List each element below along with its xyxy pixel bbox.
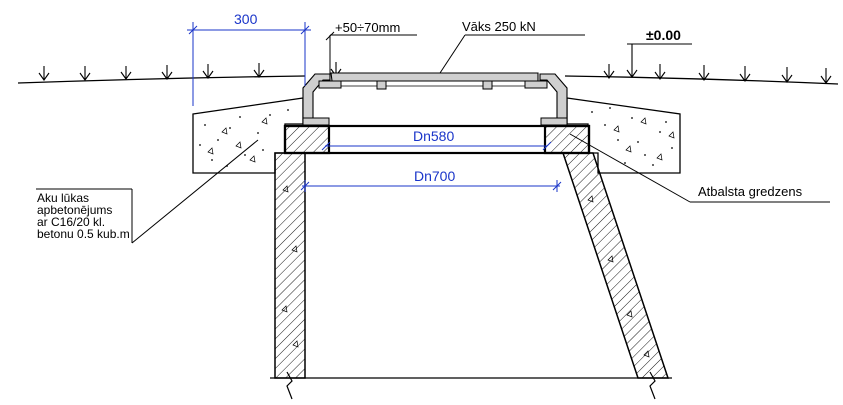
dim-300-label: 300 [234,11,258,27]
load-arrow [603,64,615,79]
dn580-label: Dn580 [413,128,454,144]
manhole-wall-right [561,152,670,379]
load-arrow [161,65,173,80]
load-arrow [79,66,91,81]
dimension-dn700 [300,180,562,192]
load-arrow [654,64,666,80]
load-arrow [739,66,751,82]
load-arrow [781,67,793,83]
adjust-range-label: +50÷70mm [335,20,400,35]
concrete-encasement [192,97,681,174]
manhole-frame-and-lid [302,72,568,126]
load-arrow [120,66,132,80]
encasement-note-leader [36,139,259,244]
ground-surface [17,75,839,85]
load-arrows [38,62,832,84]
encasement-note-line1: Aku lūkas [37,191,89,205]
load-arrow [202,64,214,79]
support-ring-label: Atbalsta gredzens [698,184,803,199]
support-ring-leader [569,133,830,203]
encasement-note-line2: apbetonējums [37,203,112,217]
load-arrow [38,66,50,81]
dimension-300 [187,22,311,106]
dimension-dn580 [321,141,552,151]
ground-level-mark [626,43,692,78]
lid-label: Vāks 250 kN [462,19,536,34]
adjust-range-leader [325,31,417,74]
manhole-wall-left [274,152,306,379]
wall-break-marks [270,371,672,400]
lid-leader [439,34,585,74]
ground-level-label: ±0.00 [646,27,681,43]
load-arrow [698,65,710,81]
support-ring [283,124,591,155]
encasement-note-line4: betonu 0.5 kub.m [37,227,130,241]
load-arrow [820,68,832,84]
encasement-note-line3: ar C16/20 kl. [37,215,105,229]
load-arrow [253,63,265,78]
dn700-label: Dn700 [414,168,455,184]
